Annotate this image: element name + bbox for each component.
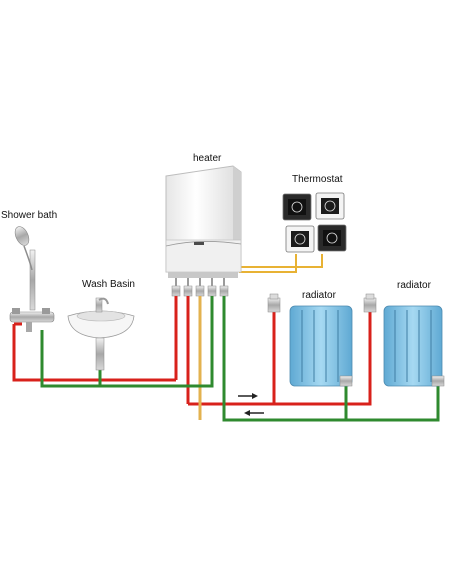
wash-basin [67, 297, 135, 371]
shower-label: Shower bath [1, 210, 58, 221]
heater-label: heater [193, 153, 222, 164]
radiator-1-label: radiator [302, 290, 336, 301]
hot-pipes [12, 296, 372, 406]
radiator-2-label: radiator [397, 280, 431, 291]
heater-unit [165, 165, 242, 297]
thermostat-label: Thermostat [292, 174, 343, 185]
heater-valves [171, 285, 229, 297]
radiator-1 [267, 293, 353, 387]
shower-fixture [9, 226, 55, 332]
flow-left-arrow [244, 410, 264, 416]
thermostat-wires [239, 254, 323, 273]
flow-right-arrow [238, 393, 258, 399]
basin-label: Wash Basin [82, 279, 135, 290]
thermostat-panels [282, 192, 347, 253]
radiator-2 [363, 293, 445, 387]
